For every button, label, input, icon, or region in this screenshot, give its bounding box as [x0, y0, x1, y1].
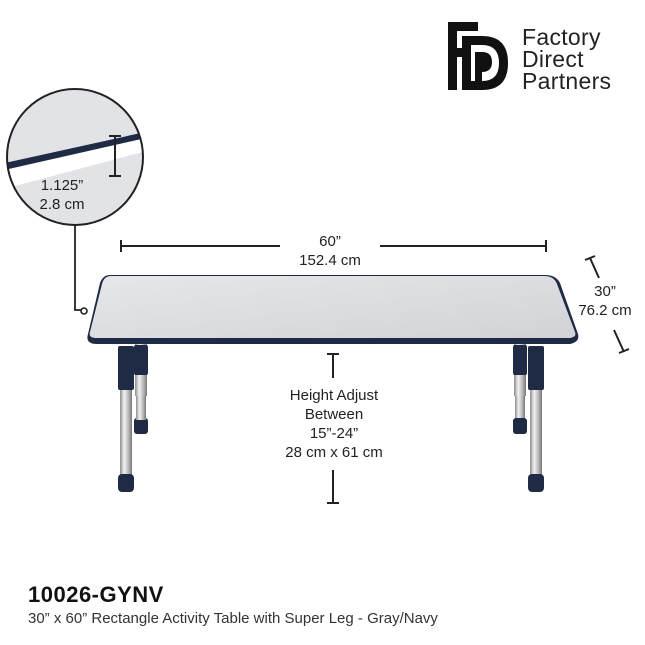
edge-thickness-label: 1.125” 2.8 cm	[32, 176, 92, 214]
width-metric: 76.2 cm	[578, 302, 632, 319]
length-label: 60” 152.4 cm	[280, 232, 380, 270]
width-imperial: 30”	[594, 283, 616, 300]
height-line-3: 15”-24”	[309, 425, 359, 442]
product-description: 30” x 60” Rectangle Activity Table with …	[28, 610, 438, 627]
length-metric: 152.4 cm	[299, 252, 361, 269]
brand-name-line: Factory	[522, 24, 601, 50]
edge-thickness-metric: 2.8 cm	[39, 196, 85, 213]
edge-detail-magnifier	[6, 88, 144, 315]
brand-name-line: Direct	[522, 46, 584, 72]
height-line-4: 28 cm x 61 cm	[285, 444, 383, 461]
length-dimension-line	[120, 240, 547, 252]
tabletop	[87, 275, 579, 344]
height-line-1: Height Adjust	[289, 387, 379, 404]
product-sku: 10026-GYNV	[28, 582, 164, 607]
brand-name-line: Partners	[522, 68, 612, 94]
height-line-2: Between	[304, 406, 364, 423]
back-legs	[134, 344, 527, 434]
width-label: 30” 76.2 cm	[565, 282, 645, 320]
front-legs	[118, 346, 544, 492]
width-dimension-line	[584, 255, 630, 354]
length-imperial: 60”	[319, 233, 341, 250]
height-adjust-label: Height Adjust Between 15”-24” 28 cm x 61…	[262, 386, 406, 462]
edge-thickness-imperial: 1.125”	[40, 177, 84, 194]
height-dimension-line	[327, 353, 339, 504]
factory-direct-partners-logo-icon	[448, 22, 508, 90]
